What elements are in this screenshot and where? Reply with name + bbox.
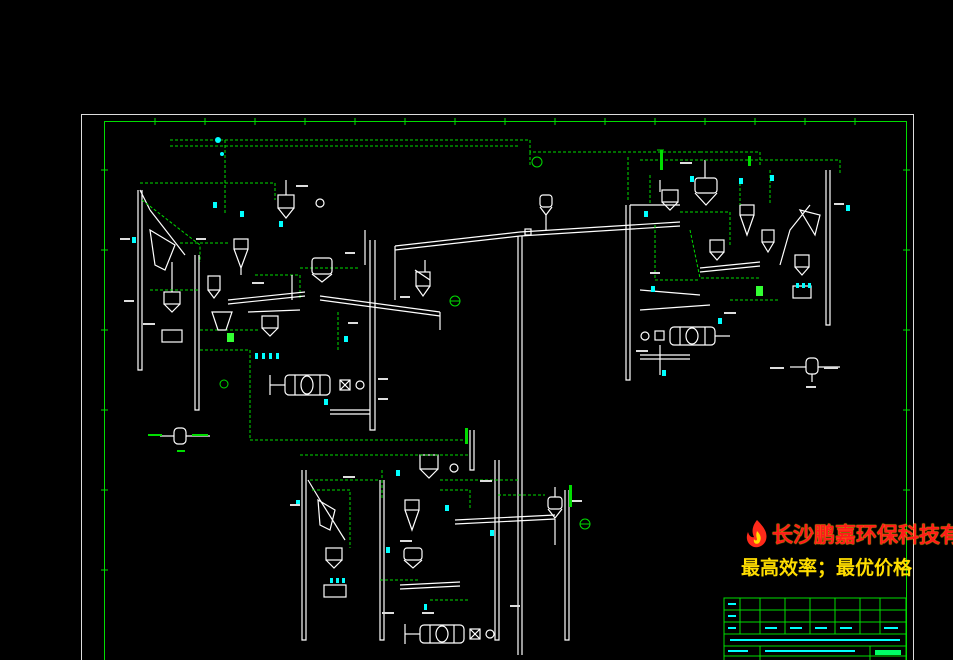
top-dashed-pipes xyxy=(170,139,761,215)
sheet-border xyxy=(81,114,914,660)
silo-left-labels xyxy=(148,434,208,452)
green-valve xyxy=(227,333,234,342)
company-slogan: 最高效率；最优价格 xyxy=(741,557,913,579)
unit-2 xyxy=(625,149,850,388)
transfer-pipelines xyxy=(394,194,681,655)
unit-1 xyxy=(120,180,470,441)
fan-symbol xyxy=(531,156,543,168)
top-pipe-markers xyxy=(215,137,224,156)
unit-3 xyxy=(290,428,591,644)
frame-zone-ticks xyxy=(101,118,910,571)
flame-logo-icon xyxy=(746,520,767,548)
company-name: 长沙鹏嘉环保科技有限公司 xyxy=(772,522,953,547)
green-valve-2 xyxy=(756,286,763,296)
title-block-text-marks xyxy=(728,603,901,655)
title-block xyxy=(723,597,907,660)
